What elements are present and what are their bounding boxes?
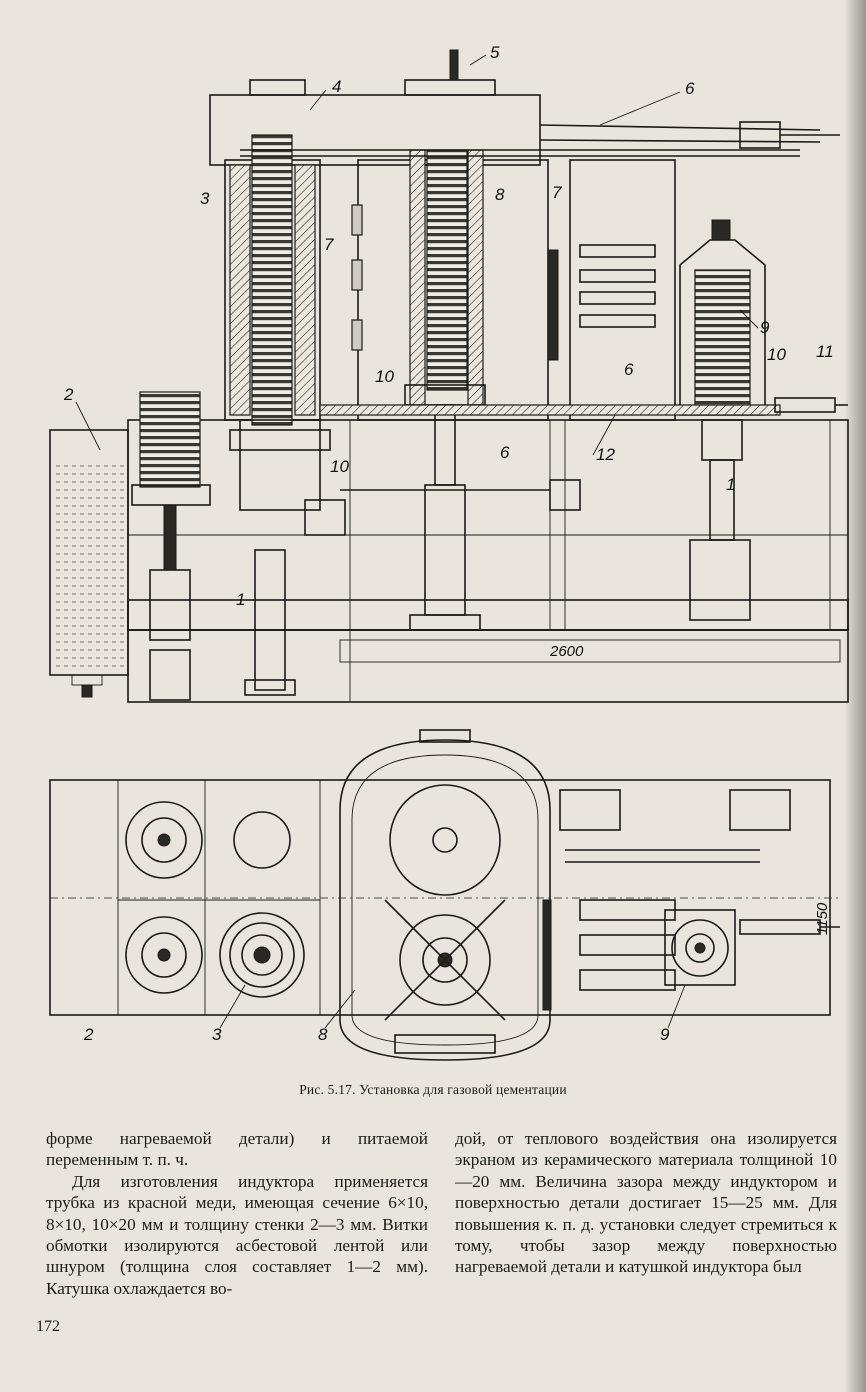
svg-text:6: 6: [500, 443, 510, 462]
svg-text:5: 5: [490, 43, 500, 62]
svg-text:10: 10: [375, 367, 394, 386]
svg-text:8: 8: [495, 185, 505, 204]
port-upper-left: [125, 801, 203, 879]
svg-text:6: 6: [685, 79, 695, 98]
svg-text:3: 3: [200, 189, 210, 208]
svg-text:1: 1: [236, 590, 245, 609]
svg-text:8: 8: [318, 1025, 328, 1044]
page-edge-shadow: [844, 0, 866, 1392]
paragraph: дой, от теплового воздействия она изолир…: [455, 1129, 837, 1277]
side-view: 4 5 6 3 8 7 7 9 10 11 2 10 6 12 10 6 1 1…: [49, 43, 849, 703]
svg-text:10: 10: [330, 457, 349, 476]
svg-text:4: 4: [332, 77, 341, 96]
port-lower-left: [125, 916, 203, 994]
text-column-right: дой, от теплового воздействия она изолир…: [455, 1128, 837, 1278]
svg-text:9: 9: [660, 1025, 670, 1044]
svg-text:7: 7: [324, 235, 334, 254]
svg-text:12: 12: [596, 445, 615, 464]
figure-gas-carburizing-installation: 4 5 6 3 8 7 7 9 10 11 2 10 6 12 10 6 1 1…: [40, 30, 860, 1070]
technical-drawing: 4 5 6 3 8 7 7 9 10 11 2 10 6 12 10 6 1 1…: [49, 43, 849, 1061]
paragraph: Для изготовления индуктора применяется т…: [46, 1171, 428, 1298]
furnace-3-plan: [219, 912, 305, 998]
svg-text:6: 6: [624, 360, 634, 379]
text-column-left: форме нагреваемой детали) и питаемой пер…: [46, 1128, 428, 1299]
page-number: 172: [36, 1318, 60, 1335]
svg-text:2: 2: [83, 1025, 94, 1044]
svg-text:9: 9: [760, 318, 770, 337]
svg-text:11: 11: [816, 342, 834, 361]
svg-text:3: 3: [212, 1025, 222, 1044]
svg-text:2: 2: [63, 385, 74, 404]
svg-text:1150: 1150: [814, 902, 831, 935]
svg-text:1: 1: [726, 475, 735, 494]
svg-text:10: 10: [767, 345, 786, 364]
figure-caption: Рис. 5.17. Установка для газовой цемента…: [299, 1082, 567, 1097]
svg-text:2600: 2600: [549, 643, 584, 660]
plan-view: 2 3 8 9 1150: [49, 729, 840, 1061]
paragraph: форме нагреваемой детали) и питаемой пер…: [46, 1129, 428, 1170]
svg-text:7: 7: [552, 183, 562, 202]
